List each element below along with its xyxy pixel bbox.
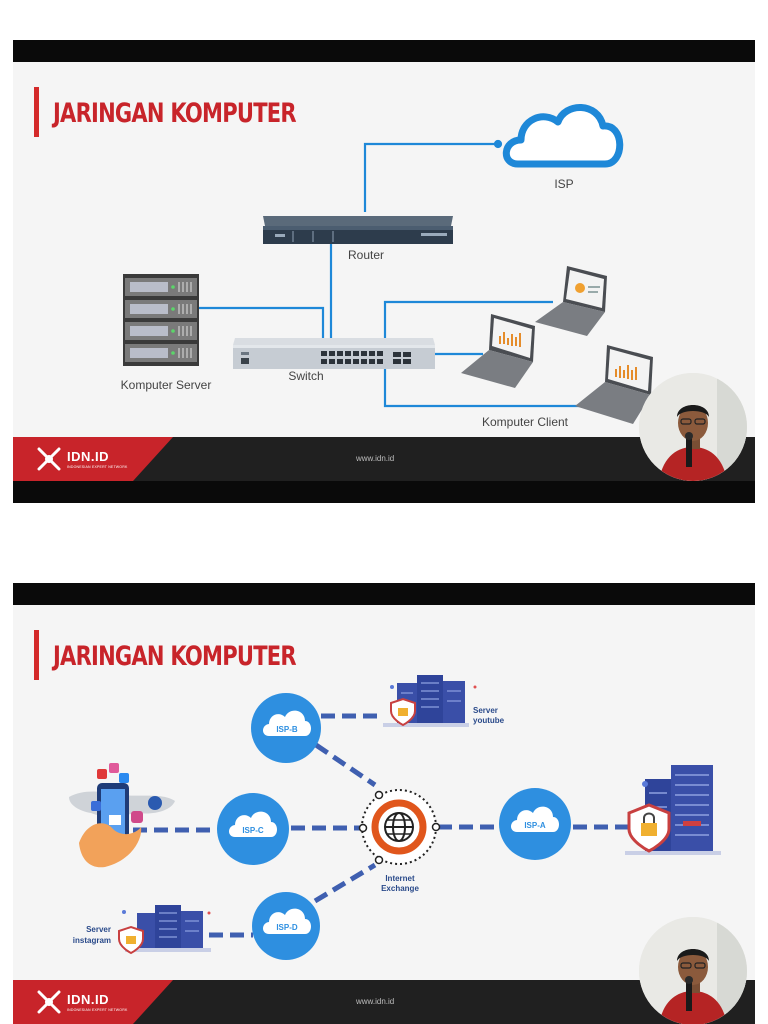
footer-logo-subtitle: INDONESIAN EXPERT NETWORK <box>67 465 128 469</box>
ix-label-line1: Internet <box>385 874 415 883</box>
footer-url: www.idn.id <box>356 997 395 1006</box>
server-rack-icon <box>625 765 721 855</box>
isp-b-label: ISP-B <box>276 725 298 734</box>
link-server-switch <box>199 306 325 352</box>
cloud-icon <box>502 104 624 168</box>
footer-url: www.idn.id <box>356 454 395 463</box>
isp-c-label: ISP-C <box>242 826 264 835</box>
cloud-icon <box>511 806 559 832</box>
switch-label: Switch <box>288 369 323 383</box>
title-accent-bar <box>34 630 39 680</box>
top-black-bar <box>13 583 755 605</box>
ix-label-line2: Exchange <box>381 884 419 893</box>
link-router-isp <box>363 142 498 212</box>
dashed-links <box>133 713 633 938</box>
internet-exchange-diagram: ISP-B ISP-C ISP-A ISP-D <box>69 675 721 960</box>
switch-icon <box>233 338 435 369</box>
isp-a-label: ISP-A <box>524 821 546 830</box>
isp-label: ISP <box>554 177 573 191</box>
cloud-icon <box>229 811 277 837</box>
footer-bar: IDN.ID INDONESIAN EXPERT NETWORK www.idn… <box>13 980 755 1024</box>
idn-logo-icon <box>37 447 61 471</box>
laptop-icon-2 <box>461 314 535 388</box>
yt-label-line2: youtube <box>473 716 505 725</box>
ig-label-line1: Server <box>86 925 111 934</box>
link-isp-endpoint <box>493 139 503 149</box>
cloud-icon <box>263 908 311 934</box>
network-diagram: ISP Router <box>121 104 653 429</box>
isp-a-node: ISP-A <box>499 788 571 860</box>
isp-d-node: ISP-D <box>252 892 320 960</box>
title-accent-bar <box>34 87 39 137</box>
presenter-image <box>639 917 747 1024</box>
ig-label-line2: instagram <box>73 936 111 945</box>
slide-1: JARINGAN KOMPUTER ISP Router <box>13 40 755 503</box>
router-label: Router <box>348 248 384 262</box>
server-instagram-icon <box>118 905 211 955</box>
bottom-black-bar <box>13 481 755 503</box>
link-ispd-ix <box>313 862 377 904</box>
slide-title: JARINGAN KOMPUTER <box>53 641 297 672</box>
smartphone-icon <box>69 763 175 868</box>
footer-logo-text: IDN.ID <box>67 992 109 1007</box>
link-ispb-ix <box>314 742 377 788</box>
laptop-icon-1 <box>535 266 607 336</box>
slide-title: JARINGAN KOMPUTER <box>53 98 297 129</box>
yt-label-line1: Server <box>473 706 498 715</box>
presenter-webcam <box>639 373 747 481</box>
cloud-icon <box>263 710 311 736</box>
footer-logo-text: IDN.ID <box>67 449 109 464</box>
slide-2: JARINGAN KOMPUTER ISP-B ISP-C ISP- <box>13 583 755 1024</box>
globe-icon <box>358 789 441 865</box>
server-youtube-icon <box>383 675 477 727</box>
footer-bar: IDN.ID INDONESIAN EXPERT NETWORK www.idn… <box>13 437 755 481</box>
isp-d-label: ISP-D <box>276 923 298 932</box>
top-black-bar <box>13 40 755 62</box>
isp-c-node: ISP-C <box>217 793 289 865</box>
footer-logo-subtitle: INDONESIAN EXPERT NETWORK <box>67 1008 128 1012</box>
server-label: Komputer Server <box>121 378 212 392</box>
link-client-3 <box>383 360 617 408</box>
idn-logo-icon <box>37 990 61 1014</box>
server-rack-icon <box>123 274 199 366</box>
client-label: Komputer Client <box>482 415 569 429</box>
isp-b-node: ISP-B <box>251 693 321 763</box>
presenter-webcam <box>639 917 747 1024</box>
router-icon <box>263 216 453 244</box>
presenter-image <box>639 373 747 481</box>
laptop-icon-3 <box>575 345 653 424</box>
